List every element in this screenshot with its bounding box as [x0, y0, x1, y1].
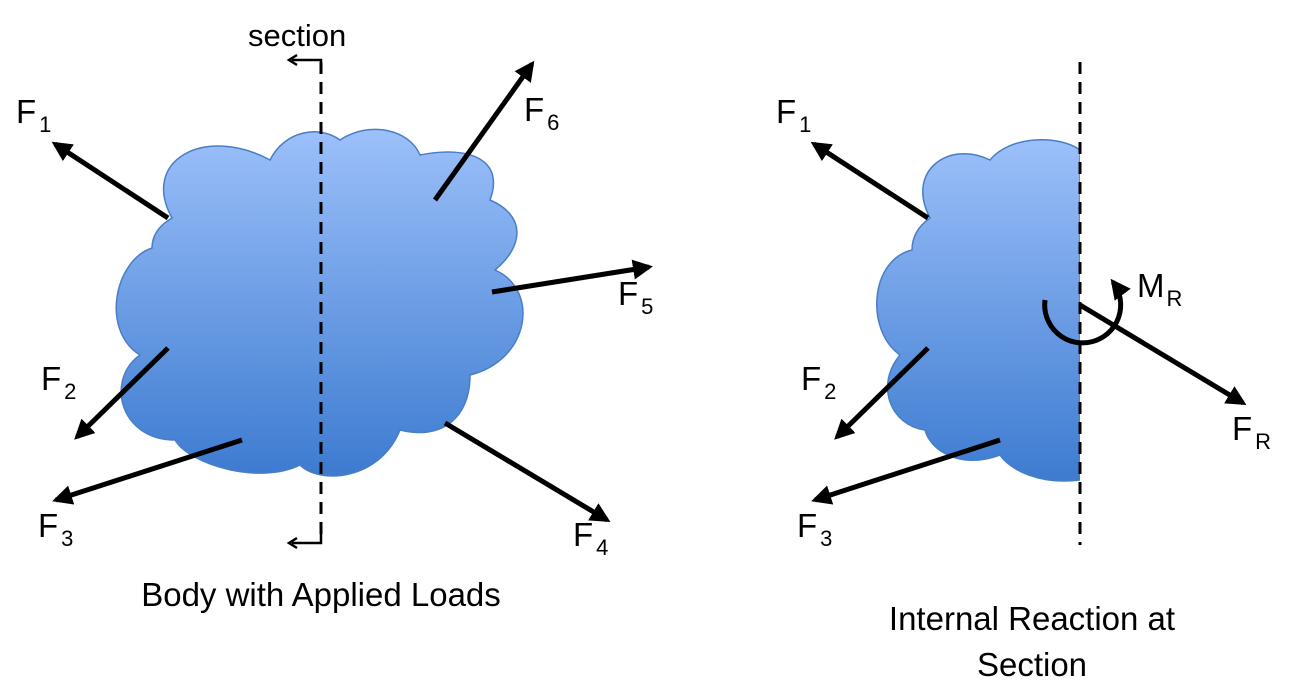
section-marker-top — [292, 58, 323, 62]
section-marker-top-arrow — [286, 53, 298, 67]
force-arrow-f3 — [52, 437, 243, 505]
force-arrow-f2-right — [834, 346, 930, 440]
section-marker-bottom — [292, 530, 323, 545]
force-arrow-f3-right — [811, 437, 1001, 505]
right-caption-line1: Internal Reaction at — [889, 600, 1175, 637]
reaction-force-arrow — [1078, 302, 1247, 406]
right-caption-line2: Section — [977, 646, 1087, 683]
section-label: section — [248, 18, 346, 53]
force-arrow-f4 — [443, 420, 611, 523]
force-arrow-f5 — [491, 259, 653, 295]
force-arrow-f1-right — [810, 141, 930, 221]
force-arrow-f1 — [51, 141, 170, 221]
sectioned-body-cloud — [876, 139, 1080, 482]
force-arrow-f2 — [74, 346, 170, 440]
reaction-moment-arrow — [1042, 278, 1131, 346]
reaction-moment-label: MR — [1137, 267, 1182, 311]
left-caption: Body with Applied Loads — [141, 576, 501, 613]
section-marker-bottom-arrow — [286, 536, 298, 550]
force-arrow-f6 — [432, 60, 535, 202]
